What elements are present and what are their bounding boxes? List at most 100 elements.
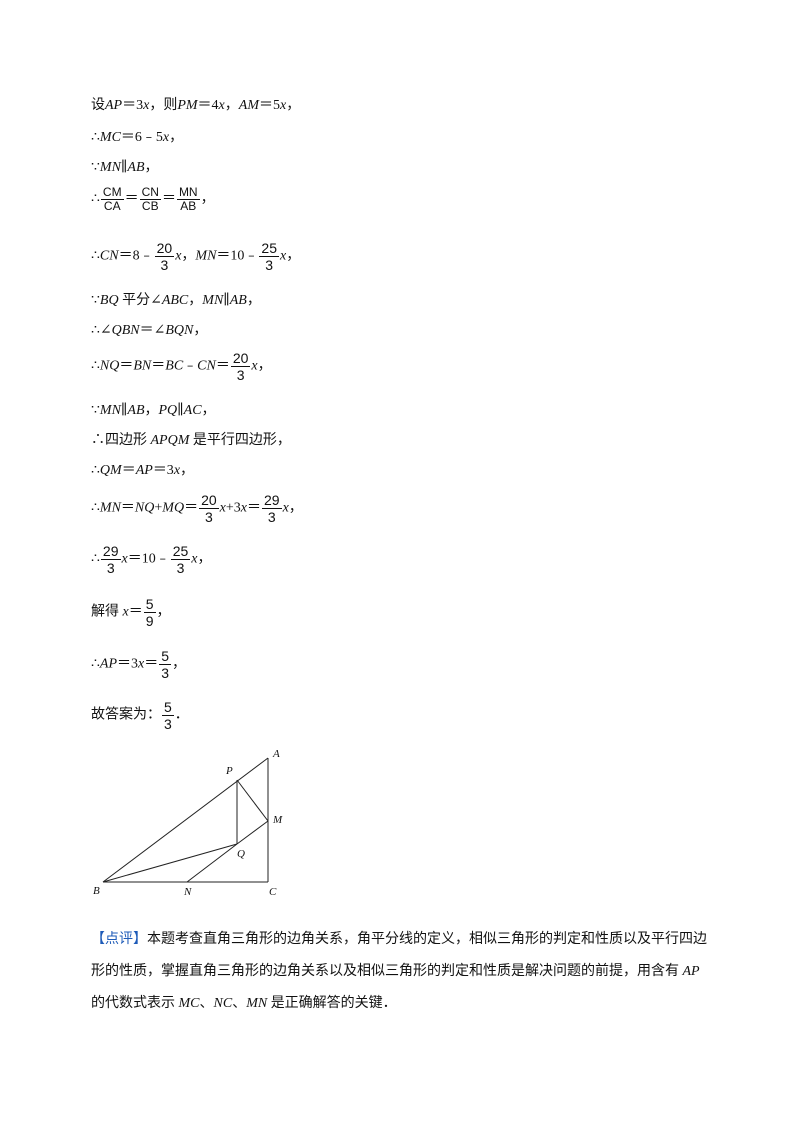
label-a: A [272, 748, 280, 760]
denominator: AB [176, 199, 200, 213]
var: MN [195, 248, 217, 264]
text: ∥ [223, 293, 230, 308]
comment-text: 、 [199, 996, 214, 1011]
numerator: 25 [172, 543, 189, 559]
denominator: 3 [170, 559, 191, 576]
var: QBN [111, 323, 140, 338]
segment-bq [102, 843, 238, 883]
label-c: C [269, 886, 277, 897]
solution-line-3: ∵MN∥AB， [91, 159, 159, 177]
text: ， [224, 98, 239, 113]
text: 故答案为： [91, 707, 161, 723]
text: ∴ [91, 248, 100, 264]
var: x [138, 656, 145, 672]
text: ，则 [149, 98, 178, 113]
text: 解得 [91, 604, 123, 620]
text: ， [201, 403, 216, 418]
text: ＝3 [152, 463, 174, 478]
segment-ab [102, 757, 269, 883]
var: MN [99, 403, 121, 418]
denominator: 3 [261, 508, 282, 525]
text: ∴ [91, 191, 100, 207]
numerator: 29 [263, 492, 280, 508]
var: BN [133, 358, 152, 374]
var: AP [682, 964, 700, 979]
text: ， [172, 656, 187, 672]
text: ＝∠ [139, 323, 166, 338]
var: QM [99, 463, 122, 478]
text: ＝6﹣5 [120, 130, 163, 145]
text: ∵ [91, 293, 100, 308]
var: x [279, 98, 287, 113]
text: ， [144, 403, 159, 418]
denominator: 3 [159, 664, 172, 681]
var: x [143, 98, 150, 113]
numerator: 20 [156, 240, 173, 256]
text: ＝ [119, 358, 134, 374]
var: x [175, 248, 182, 264]
text: +3 [225, 500, 241, 516]
var: AB [229, 293, 247, 308]
var: BC [165, 358, 184, 374]
segment-qm [236, 820, 269, 845]
label-b: B [93, 885, 100, 897]
text: ＝ [151, 358, 166, 374]
var: ABC [161, 293, 189, 308]
var: AP [99, 656, 118, 672]
text: ∴ [91, 130, 100, 145]
var: x [282, 500, 289, 516]
var: NQ [99, 358, 120, 374]
text: + [154, 500, 163, 516]
text: ， [144, 160, 159, 175]
var: CN [197, 358, 216, 374]
denominator: 3 [100, 559, 121, 576]
denominator: 3 [154, 256, 175, 273]
text: ， [181, 248, 196, 264]
text: ， [169, 130, 184, 145]
text: ， [286, 98, 301, 113]
text: ∴ [91, 463, 100, 478]
text: ＝4 [197, 98, 219, 113]
text: ， [288, 500, 303, 516]
numerator: 5 [164, 699, 172, 715]
text: ， [257, 358, 272, 374]
var: MN [99, 500, 121, 516]
comment-paragraph: 【点评】本题考查直角三角形的边角关系，角平分线的定义，相似三角形的判定和性质以及… [91, 924, 711, 1020]
text: ＝5 [258, 98, 280, 113]
solution-line-2: ∴MC＝6﹣5x， [91, 129, 183, 147]
solution-line-9: ∵MN∥AB，PQ∥AC， [91, 402, 216, 420]
denominator: CA [100, 199, 124, 213]
text: ＝ [120, 500, 135, 516]
solution-line-10: ∴四边形 APQM 是平行四边形， [91, 432, 291, 450]
text: 是平行四边形， [189, 433, 291, 448]
comment-text: 是正确解答的关键． [267, 996, 397, 1011]
denominator: 3 [259, 256, 279, 273]
var: AP [105, 98, 123, 113]
var: MN [246, 996, 268, 1011]
denominator: CB [139, 199, 161, 213]
denominator: 3 [162, 715, 174, 732]
var: MN [99, 160, 121, 175]
text: ＝ [184, 500, 199, 516]
var: x [219, 500, 226, 516]
text: ， [200, 191, 215, 207]
var: MN [202, 293, 224, 308]
var: CN [99, 248, 119, 264]
text: ＝ [215, 358, 230, 374]
var: PM [177, 98, 198, 113]
text: ＝ [161, 191, 176, 207]
